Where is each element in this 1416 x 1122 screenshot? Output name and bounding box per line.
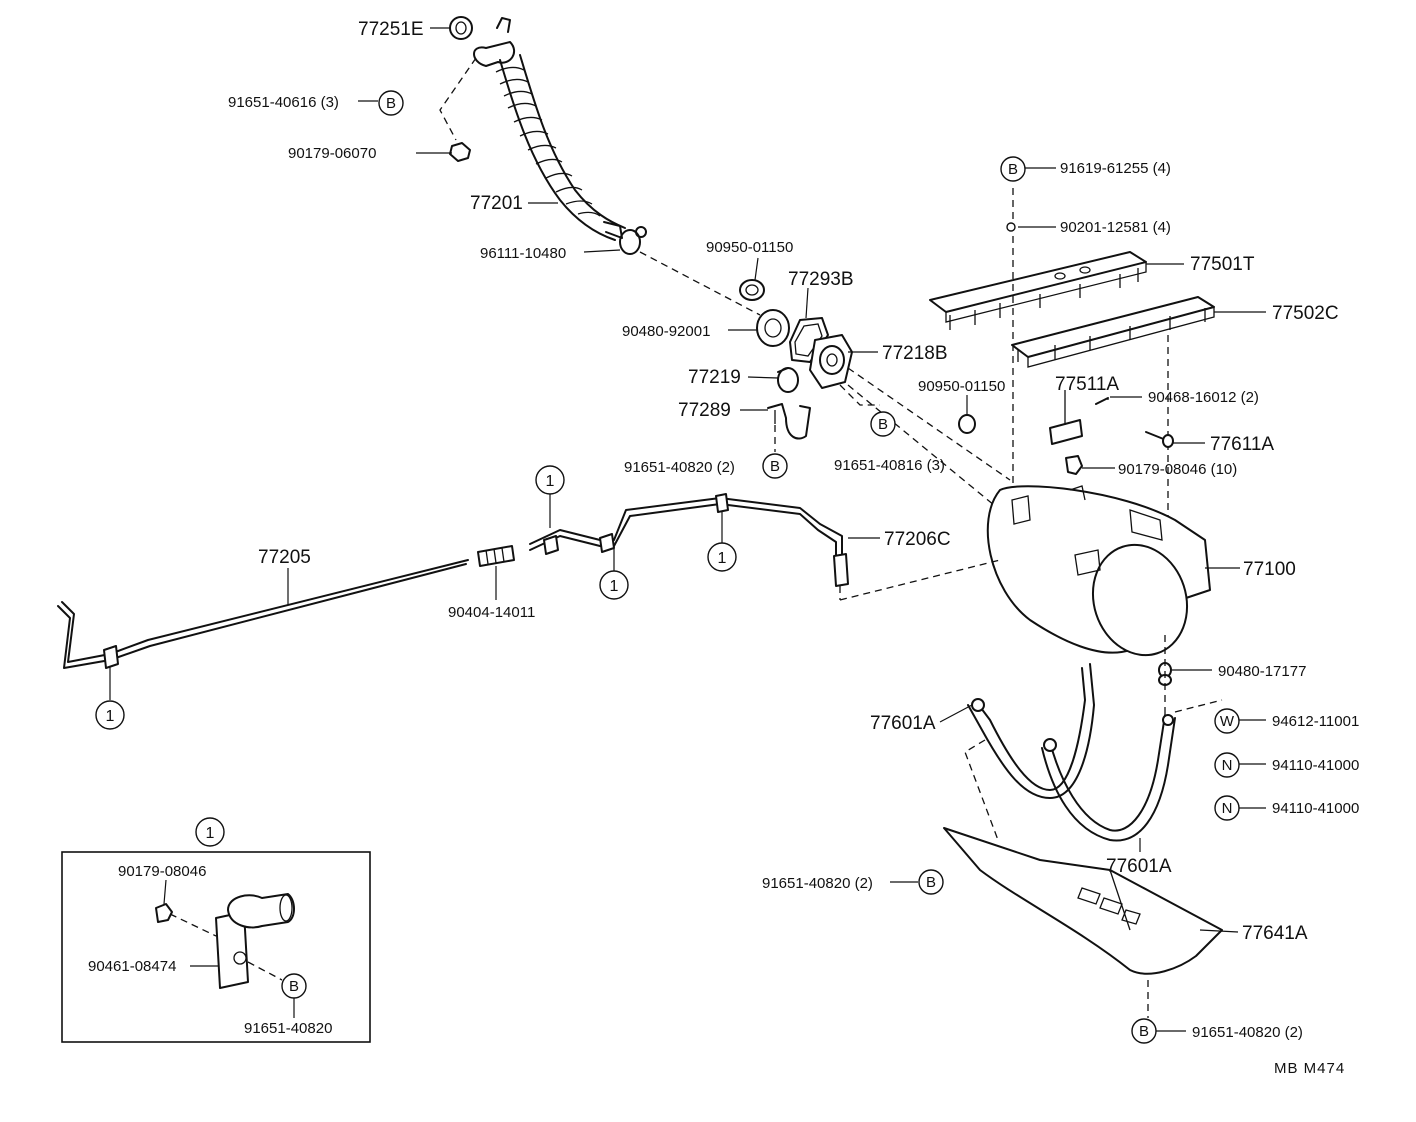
fuel-tank-77100-part bbox=[986, 485, 1211, 657]
label-77611A: 77611A bbox=[1210, 434, 1274, 455]
symbol-circles bbox=[95, 90, 1240, 1044]
label-77501T: 77501T bbox=[1190, 254, 1255, 275]
bolt-symbol-5: B bbox=[926, 874, 936, 891]
gasket-77293B-part bbox=[789, 317, 829, 363]
nut-symbol-2: N bbox=[1222, 800, 1233, 817]
fuel-line-77205-part bbox=[57, 559, 469, 669]
label-96111-10480: 96111-10480 bbox=[480, 245, 566, 262]
grommet-90950-01150-b-part bbox=[958, 414, 976, 434]
bracket-77511A-part bbox=[1049, 390, 1083, 445]
label-91651-40820-c: 91651-40820 (2) bbox=[1192, 1024, 1303, 1041]
label-77641A: 77641A bbox=[1242, 923, 1308, 944]
nut-90179-06070-part bbox=[449, 142, 471, 162]
bracket-77289-part bbox=[767, 403, 811, 440]
label-77100: 77100 bbox=[1243, 559, 1296, 580]
label-91651-40820-b: 91651-40820 (2) bbox=[762, 875, 873, 892]
label-90950-01150-a: 90950-01150 bbox=[706, 239, 793, 256]
detail-bolt-symbol: B bbox=[289, 978, 299, 995]
detail-label-90461-08474: 90461-08474 bbox=[88, 958, 176, 975]
hose-clamp-part bbox=[619, 226, 647, 255]
cap-77251E-part bbox=[449, 16, 473, 40]
label-77289: 77289 bbox=[678, 400, 731, 421]
detail-box bbox=[61, 851, 371, 1043]
label-77219: 77219 bbox=[688, 367, 741, 388]
label-90179-08046-10: 90179-08046 (10) bbox=[1118, 461, 1237, 478]
bolt-symbol-1: B bbox=[386, 95, 396, 112]
label-90480-17177: 90480-17177 bbox=[1218, 663, 1306, 680]
rail-77502C-part bbox=[1011, 296, 1215, 368]
label-94110-41000-a: 94110-41000 bbox=[1272, 757, 1359, 774]
clamp-ref-3: 1 bbox=[718, 550, 727, 567]
label-91651-40820-a: 91651-40820 (2) bbox=[624, 459, 735, 476]
skid-plate-77641A-part bbox=[943, 827, 1223, 975]
label-94110-41000-b: 94110-41000 bbox=[1272, 800, 1359, 817]
nut-symbol-1: N bbox=[1222, 757, 1233, 774]
label-91651-40816: 91651-40816 (3) bbox=[834, 457, 945, 474]
fuel-line-77206C-part bbox=[529, 493, 849, 587]
label-77293B: 77293B bbox=[788, 269, 854, 290]
detail-label-90179-08046: 90179-08046 bbox=[118, 863, 206, 880]
pump-flange-77218B-part bbox=[809, 334, 853, 389]
filler-neck-hose bbox=[473, 17, 626, 241]
label-77511A: 77511A bbox=[1055, 374, 1119, 395]
washer-symbol: W bbox=[1220, 713, 1235, 730]
label-77601A-a: 77601A bbox=[870, 713, 936, 734]
clamp-ref-4: 1 bbox=[106, 708, 115, 725]
strap-77601A-b-part bbox=[1041, 714, 1176, 842]
label-77205: 77205 bbox=[258, 547, 311, 568]
bolt-symbol-2: B bbox=[770, 458, 780, 475]
rail-77501T-part bbox=[929, 251, 1147, 330]
nut-90179-08046-part bbox=[1065, 455, 1083, 475]
label-90201-12581: 90201-12581 (4) bbox=[1060, 219, 1171, 236]
bolt-symbol-3: B bbox=[878, 416, 888, 433]
bolt-symbol-4: B bbox=[1008, 161, 1018, 178]
label-94612-11001: 94612-11001 bbox=[1272, 713, 1359, 730]
strap-77601A-a-part bbox=[967, 663, 1095, 799]
label-77201: 77201 bbox=[470, 193, 523, 214]
bolt-symbol-6: B bbox=[1139, 1023, 1149, 1040]
spacer-77219-part bbox=[777, 367, 799, 393]
clamp-ref-1: 1 bbox=[546, 473, 555, 490]
label-90404-14011: 90404-14011 bbox=[448, 604, 535, 621]
label-77251E: 77251E bbox=[358, 19, 424, 40]
grommet-90480-92001-part bbox=[756, 309, 790, 347]
label-90950-01150-b: 90950-01150 bbox=[918, 378, 1005, 395]
label-90480-92001: 90480-92001 bbox=[622, 323, 710, 340]
detail-label-91651-40820: 91651-40820 bbox=[244, 1020, 332, 1037]
label-90179-06070: 90179-06070 bbox=[288, 145, 376, 162]
pin-90468-16012-part bbox=[1095, 397, 1109, 405]
grommet-90950-01150-part bbox=[739, 279, 765, 301]
label-91619-61255: 91619-61255 (4) bbox=[1060, 160, 1171, 177]
label-91651-40616: 91651-40616 (3) bbox=[228, 94, 339, 111]
detail-box-ref: 1 bbox=[206, 825, 215, 842]
label-77601A-b: 77601A bbox=[1106, 856, 1172, 877]
leader-lines bbox=[109, 27, 1266, 1032]
label-90468-16012: 90468-16012 (2) bbox=[1148, 389, 1259, 406]
label-77502C: 77502C bbox=[1272, 303, 1339, 324]
label-77218B: 77218B bbox=[882, 343, 948, 364]
bolt-77611A-part bbox=[1145, 431, 1174, 448]
label-77206C: 77206C bbox=[884, 529, 951, 550]
clamp-ref-2: 1 bbox=[610, 578, 619, 595]
hose-90404-14011-part bbox=[477, 545, 515, 567]
diagram-code: MB M474 bbox=[1274, 1060, 1345, 1077]
